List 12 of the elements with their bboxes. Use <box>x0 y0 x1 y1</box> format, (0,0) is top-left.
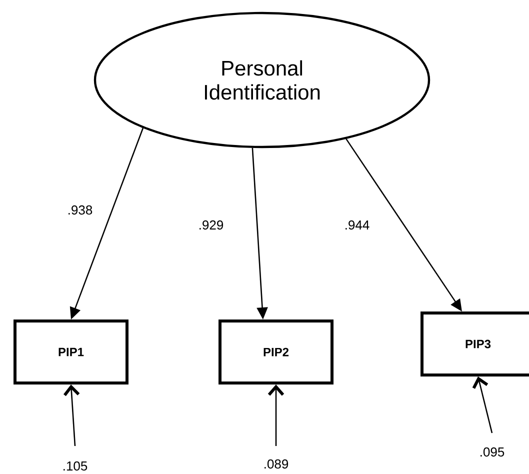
edge-label: .938 <box>66 204 94 216</box>
edge-label: .929 <box>197 219 225 231</box>
error-arrow <box>472 376 493 434</box>
edge-label: .944 <box>343 219 371 231</box>
edge-label: .089 <box>262 458 290 470</box>
indicator-box: PIP3 <box>420 312 529 376</box>
edge-label: .095 <box>478 446 506 458</box>
indicator-box: PIP2 <box>218 320 334 384</box>
indicator-box: PIP1 <box>14 320 128 384</box>
edge-label: .105 <box>61 460 89 472</box>
error-arrow <box>64 384 80 446</box>
error-arrow <box>268 384 284 446</box>
